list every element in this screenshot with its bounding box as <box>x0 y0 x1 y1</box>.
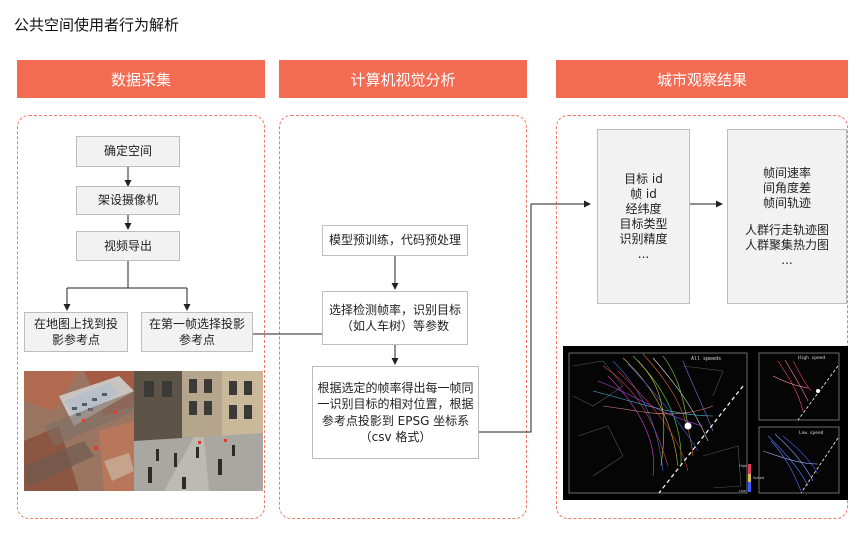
field-item: 目标类型 <box>619 216 668 231</box>
field-item: 帧 id <box>630 186 657 201</box>
field-item: 经纬度 <box>625 201 662 216</box>
field-item: 识别精度 <box>619 231 668 246</box>
legend-low: Low <box>739 489 746 493</box>
low-speed-label: Low speed <box>799 430 824 436</box>
step-projection-output: 根据选定的帧率得出每一帧同一识别目标的相对位置，根据参考点投影到 EPSG 坐标… <box>312 366 479 459</box>
aerial-map-image <box>24 371 134 491</box>
high-speed-label: High speed <box>798 355 825 361</box>
trajectory-visualization: All speeds High speed <box>563 346 848 500</box>
header-cv-analysis: 计算机视觉分析 <box>279 60 527 98</box>
output-item: 帧间速率 <box>762 165 811 180</box>
step-frame-reference-points: 在第一帧选择投影参考点 <box>141 312 253 352</box>
field-item: 目标 id <box>624 171 663 186</box>
page-title: 公共空间使用者行为解析 <box>14 16 180 34</box>
step-export-video: 视频导出 <box>76 231 180 261</box>
legend-high: High <box>739 464 747 468</box>
step-detection-params: 选择检测帧率，识别目标（如人车树）等参数 <box>322 291 468 345</box>
field-item: ... <box>637 246 650 261</box>
header-city-results: 城市观察结果 <box>556 60 848 98</box>
header-data-collection: 数据采集 <box>17 60 265 98</box>
main-viz-label: All speeds <box>691 356 721 362</box>
step-map-reference-points: 在地图上找到投影参考点 <box>24 312 128 352</box>
step-setup-camera: 架设摄像机 <box>76 186 180 215</box>
result-outputs: 帧间速率 间角度差 帧间轨迹 人群行走轨迹图 人群聚集热力图 ... <box>727 129 847 304</box>
panel-data-collection <box>17 115 265 519</box>
output-item: 帧间轨迹 <box>762 195 811 210</box>
output-item: 间角度差 <box>762 180 811 195</box>
step-model-pretraining: 模型预训练，代码预处理 <box>322 225 468 256</box>
output-item: ... <box>781 252 793 267</box>
result-data-fields: 目标 id 帧 id 经纬度 目标类型 识别精度 ... <box>597 129 690 304</box>
output-item: 人群聚集热力图 <box>744 237 829 252</box>
step-determine-space: 确定空间 <box>76 136 180 167</box>
street-camera-image <box>134 371 263 491</box>
legend-speed: Speed <box>753 476 764 480</box>
output-item: 人群行走轨迹图 <box>744 222 829 237</box>
